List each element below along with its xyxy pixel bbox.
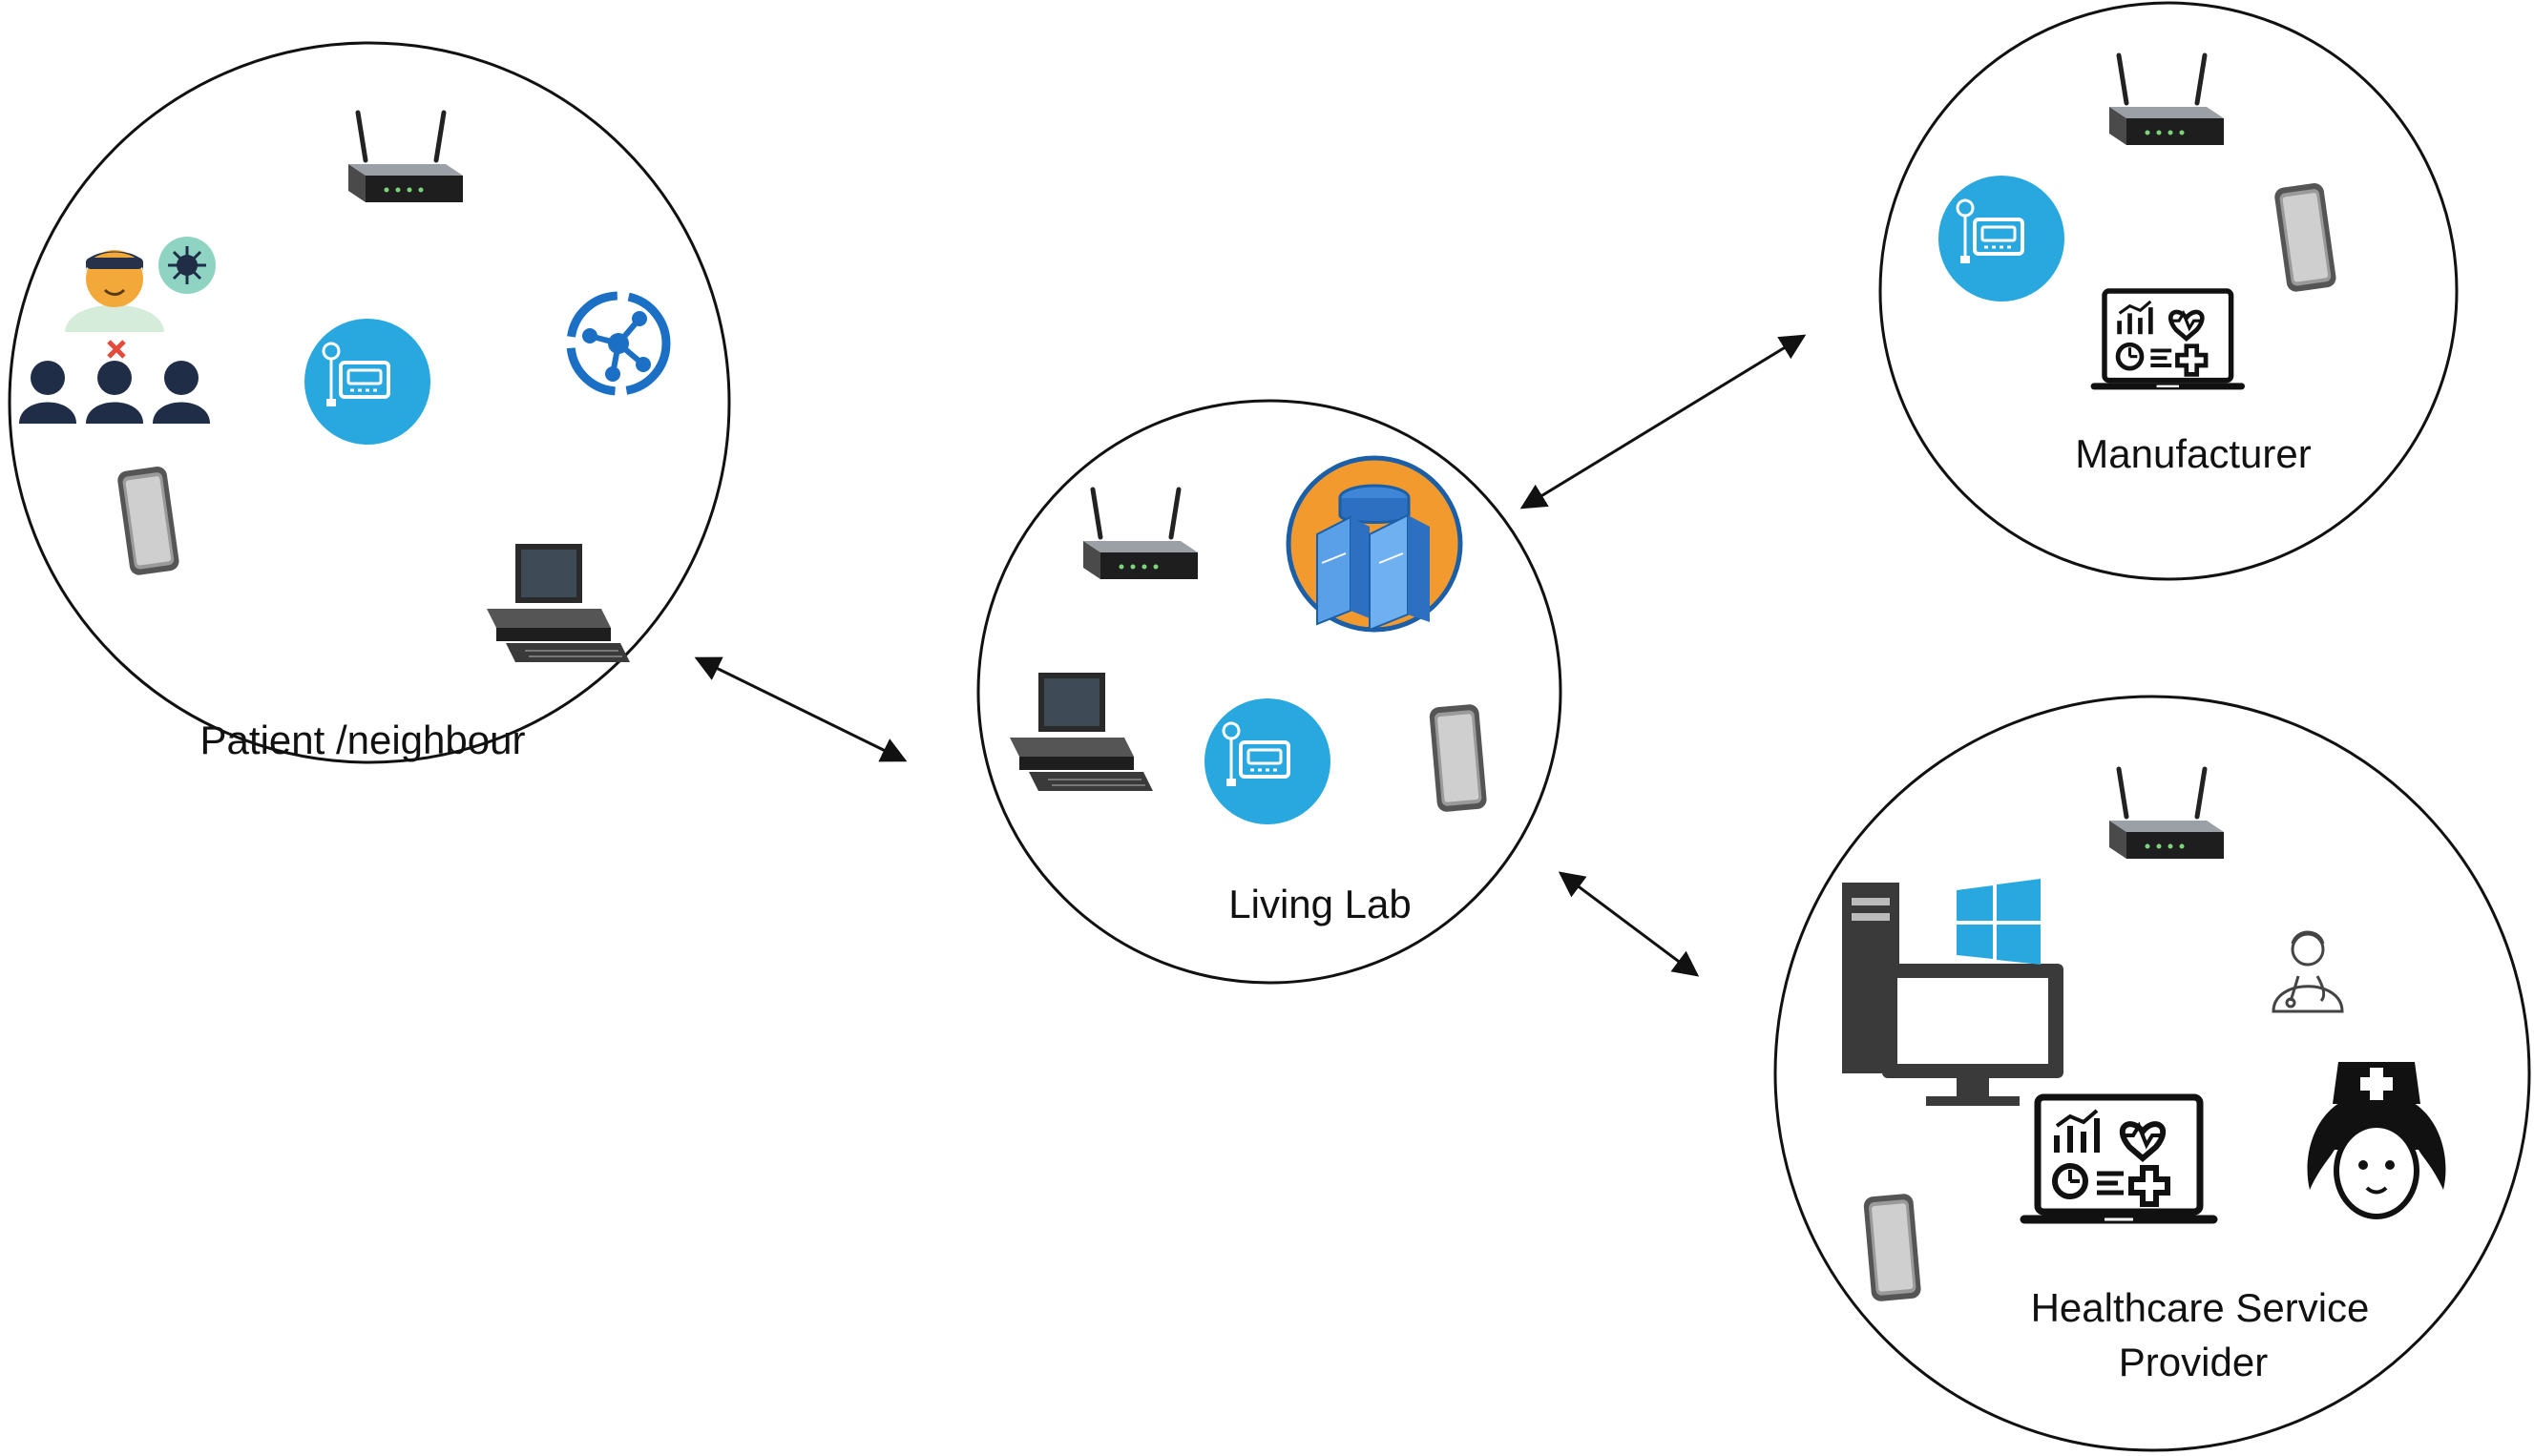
tablet-icon xyxy=(2273,181,2337,293)
tablet-icon xyxy=(116,465,180,576)
patient-neighbour-circle xyxy=(8,41,731,764)
doctor-icon xyxy=(2272,930,2344,1013)
manufacturer-label: Manufacturer xyxy=(2075,431,2311,476)
medical-monitor-icon xyxy=(303,317,432,447)
router-icon xyxy=(2109,55,2224,145)
arrow-livinglab-manufacturer xyxy=(1519,334,1807,510)
medical-monitor-icon xyxy=(1203,697,1332,826)
manufacturer-circle xyxy=(1878,1,2459,581)
medical-monitor-icon xyxy=(1937,174,2066,303)
router-icon xyxy=(348,113,463,202)
arrow-livinglab-healthcare xyxy=(1558,871,1700,977)
disconnect-x-icon xyxy=(107,340,126,359)
router-icon xyxy=(2109,769,2224,859)
living-lab-label: Living Lab xyxy=(1228,882,1411,926)
tablet-icon xyxy=(1429,703,1488,813)
people-group-icon xyxy=(19,361,210,424)
health-dashboard-laptop-icon xyxy=(2094,291,2241,386)
patient-avatar-icon xyxy=(65,250,164,332)
network-hub-icon xyxy=(566,291,671,396)
health-dashboard-laptop-icon xyxy=(2024,1097,2213,1219)
arrow-patient-livinglab xyxy=(694,656,908,762)
tablet-icon xyxy=(1863,1193,1922,1302)
patient-neighbour-label: Patient /neighbour xyxy=(200,718,526,762)
nurse-icon xyxy=(2307,1062,2446,1219)
database-server-icon xyxy=(1286,455,1463,633)
healthcare-provider-label-line2: Provider xyxy=(2119,1340,2268,1384)
living-lab-circle xyxy=(976,399,1562,985)
router-icon xyxy=(1083,489,1198,579)
healthcare-provider-circle xyxy=(1773,695,2531,1452)
healthcare-provider-label: Healthcare Service xyxy=(2031,1285,2370,1330)
virus-icon xyxy=(158,237,216,294)
windows-pc-icon xyxy=(1842,879,2063,1106)
desktop-computer-icon xyxy=(1009,672,1154,792)
desktop-computer-icon xyxy=(486,543,631,663)
